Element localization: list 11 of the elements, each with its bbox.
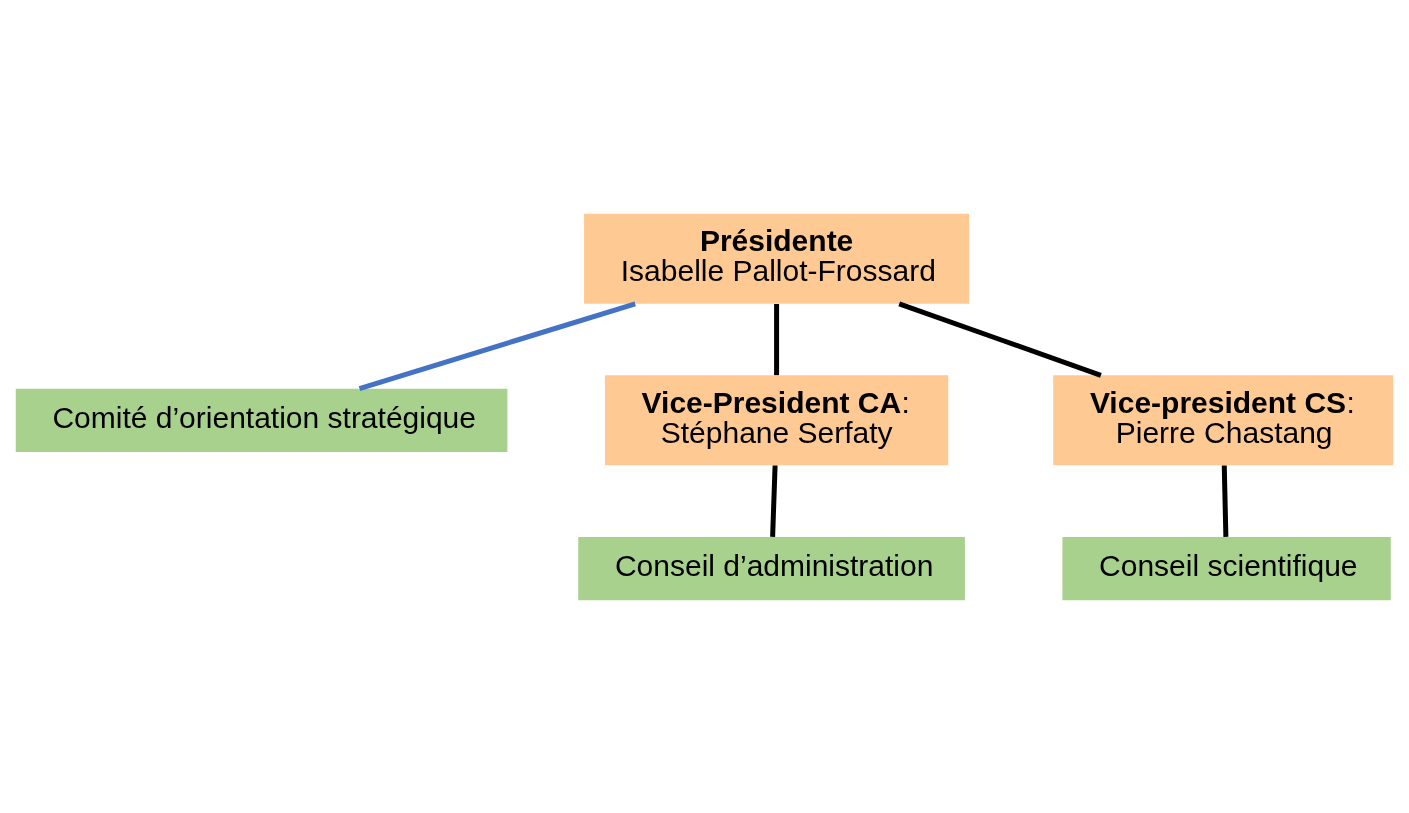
node-box: Conseil d’administration [578,536,965,600]
connector [1221,464,1229,537]
node-box: Vice-president CS: Pierre Chastang [1053,374,1394,465]
node-box: Comité d’orientation stratégique [15,388,508,452]
connector [770,464,778,537]
connector [898,300,1102,378]
connector [774,303,780,375]
node-box: Présidente Isabelle Pallot-Frossard [584,213,970,304]
node-box: Conseil scientifique [1062,536,1391,600]
node-box: Vice-President CA: Stéphane Serfaty [604,374,949,465]
connector [358,300,636,391]
